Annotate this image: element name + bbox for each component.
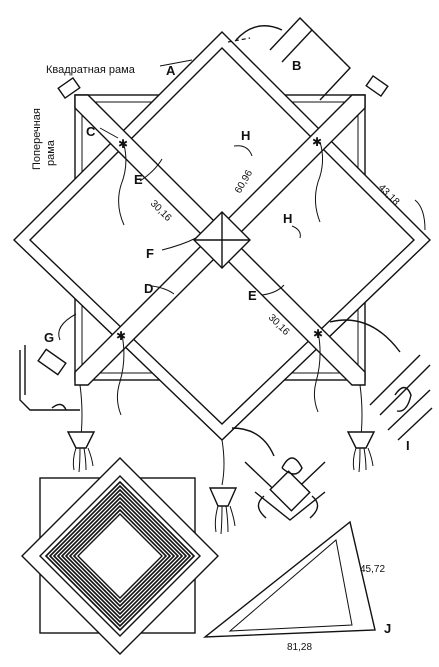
dim-tri-base: 81,28 — [287, 642, 312, 653]
stripe-ring — [64, 500, 176, 612]
caption-square-frame: Квадратная рама — [46, 64, 136, 76]
label-e-upper: E — [134, 172, 143, 187]
label-c: C — [86, 124, 96, 139]
triangle-j — [202, 520, 376, 638]
captions: Квадратная рама Поперечная рама — [31, 64, 136, 170]
corner-caps — [37, 74, 389, 376]
label-j: J — [384, 621, 391, 636]
stripe-ring — [48, 484, 192, 628]
stripe-ring — [52, 488, 188, 624]
label-e-lower: E — [248, 288, 257, 303]
detail-knot — [231, 427, 326, 521]
tassel-right — [346, 431, 376, 473]
label-h-right: H — [283, 211, 292, 226]
stripe-ring — [60, 496, 180, 616]
svg-text:✱: ✱ — [312, 135, 322, 149]
leader-lines — [58, 59, 426, 341]
tassel-bottom — [208, 487, 238, 535]
label-f: F — [146, 246, 154, 261]
dim-tri-side: 45,72 — [360, 564, 385, 575]
label-g: G — [44, 330, 54, 345]
detail-i — [329, 319, 433, 441]
stripe-ring — [72, 508, 168, 604]
label-a: A — [166, 63, 176, 78]
caption-cross-frame-line1: Поперечная — [31, 108, 43, 170]
striped-square-figure — [21, 457, 219, 655]
label-b: B — [292, 58, 301, 73]
label-d: D — [144, 281, 153, 296]
stripe-ring — [56, 492, 184, 620]
label-i: I — [406, 438, 410, 453]
stripe-ring — [68, 504, 172, 608]
tassel-left — [66, 431, 96, 473]
svg-text:✱: ✱ — [118, 137, 128, 151]
svg-text:✱: ✱ — [116, 329, 126, 343]
part-labels: A B C D E E F G H H I J — [44, 58, 410, 636]
label-h-upper: H — [241, 128, 250, 143]
tassels — [66, 431, 376, 535]
caption-cross-frame-line2: рама — [45, 139, 57, 166]
detail-b — [227, 16, 351, 101]
detail-g — [19, 345, 80, 411]
stripe-ring — [44, 480, 196, 632]
center-hub — [193, 211, 251, 269]
